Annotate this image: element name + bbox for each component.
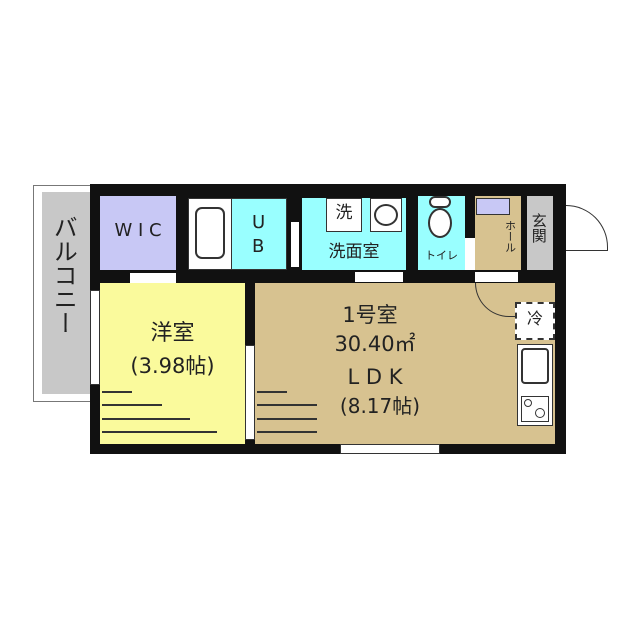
ub-door[interactable]	[291, 222, 299, 267]
closet-line	[102, 391, 132, 393]
ldk-window[interactable]	[340, 444, 440, 454]
toilet-label: トイレ	[425, 249, 458, 262]
unit-area: 30.40㎡	[334, 332, 416, 356]
washroom-label: 洗面室	[328, 242, 380, 262]
room-door[interactable]	[245, 345, 255, 440]
balcony-label: バルコニー	[49, 215, 78, 335]
closet-line	[257, 404, 317, 406]
closet-line	[102, 431, 217, 433]
burner-icon	[524, 399, 532, 407]
washer-box	[326, 198, 362, 232]
toilet-door[interactable]	[465, 238, 475, 270]
toilet-bowl-icon	[428, 208, 452, 238]
ldk-name: L D K	[347, 365, 403, 389]
wic-door[interactable]	[130, 273, 176, 283]
washroom-door[interactable]	[355, 272, 403, 282]
ub-label-u: U	[252, 212, 266, 233]
closet-line	[257, 431, 317, 433]
closet-line	[102, 418, 190, 420]
entrance-label: 玄関	[529, 213, 548, 243]
western-room-size: (3.98帖)	[130, 354, 215, 378]
western-room-name: 洋室	[150, 321, 195, 346]
hall-label: ホール	[503, 220, 517, 253]
bathtub-icon	[195, 207, 225, 259]
wic-label: W I C	[114, 220, 162, 241]
stove-icon	[521, 396, 549, 422]
fridge-space	[515, 302, 555, 340]
wic	[100, 196, 176, 270]
fridge-label: 冷	[526, 309, 543, 328]
sink-icon	[521, 348, 549, 384]
toilet-tank-icon	[429, 196, 451, 208]
entrance	[527, 196, 553, 270]
balcony-window[interactable]	[90, 290, 100, 385]
burner-icon	[535, 408, 545, 418]
closet-line	[257, 391, 287, 393]
ldk-size: (8.17帖)	[339, 394, 421, 418]
closet-line	[102, 404, 162, 406]
ub-label-b: B	[252, 236, 265, 257]
unit-bath	[231, 198, 287, 270]
washer-label: 洗	[335, 203, 353, 223]
unit-name: 1号室	[342, 303, 398, 327]
hall-door[interactable]	[475, 272, 518, 282]
western-room	[100, 283, 245, 444]
basin-bowl-icon	[374, 204, 398, 226]
balcony-floor	[42, 192, 90, 394]
entrance-door[interactable]	[566, 205, 608, 251]
closet-line	[257, 418, 317, 420]
hall-shelf	[476, 198, 510, 215]
